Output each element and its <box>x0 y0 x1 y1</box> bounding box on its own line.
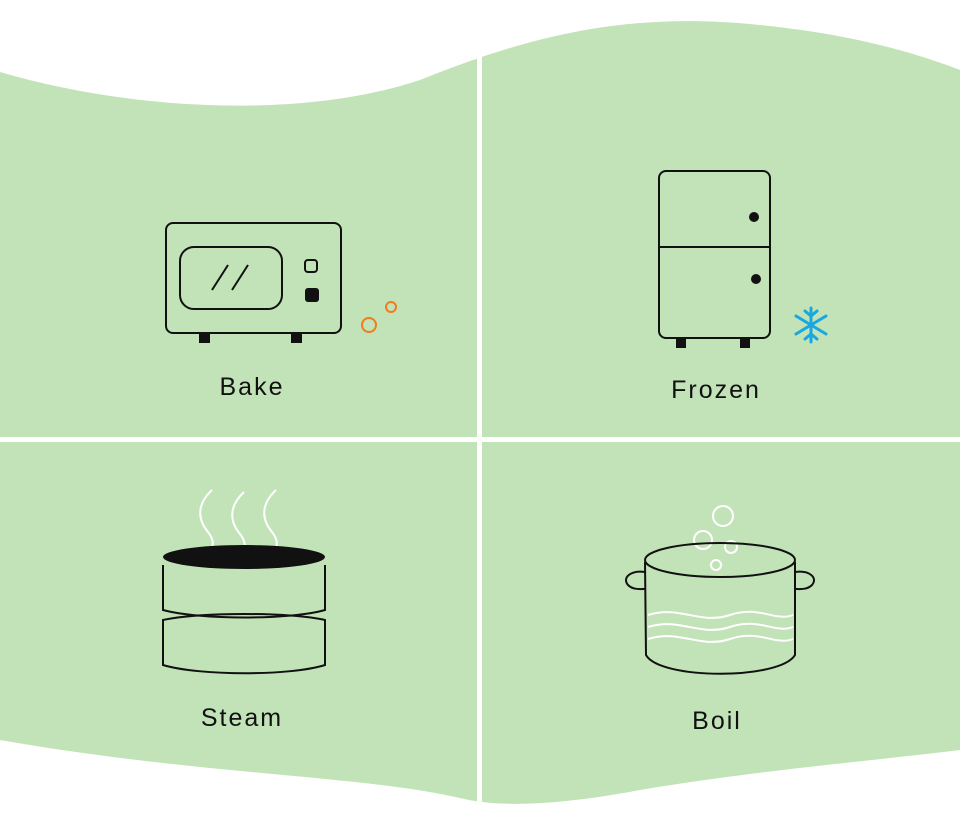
tile-label-frozen: Frozen <box>671 376 761 404</box>
tile-label-steam: Steam <box>200 704 284 732</box>
horizontal-divider <box>0 437 960 442</box>
snowflake-icon <box>794 306 828 344</box>
vertical-divider <box>477 55 482 805</box>
tile-label-bake: Bake <box>219 373 285 401</box>
tile-label-boil: Boil <box>692 707 742 735</box>
